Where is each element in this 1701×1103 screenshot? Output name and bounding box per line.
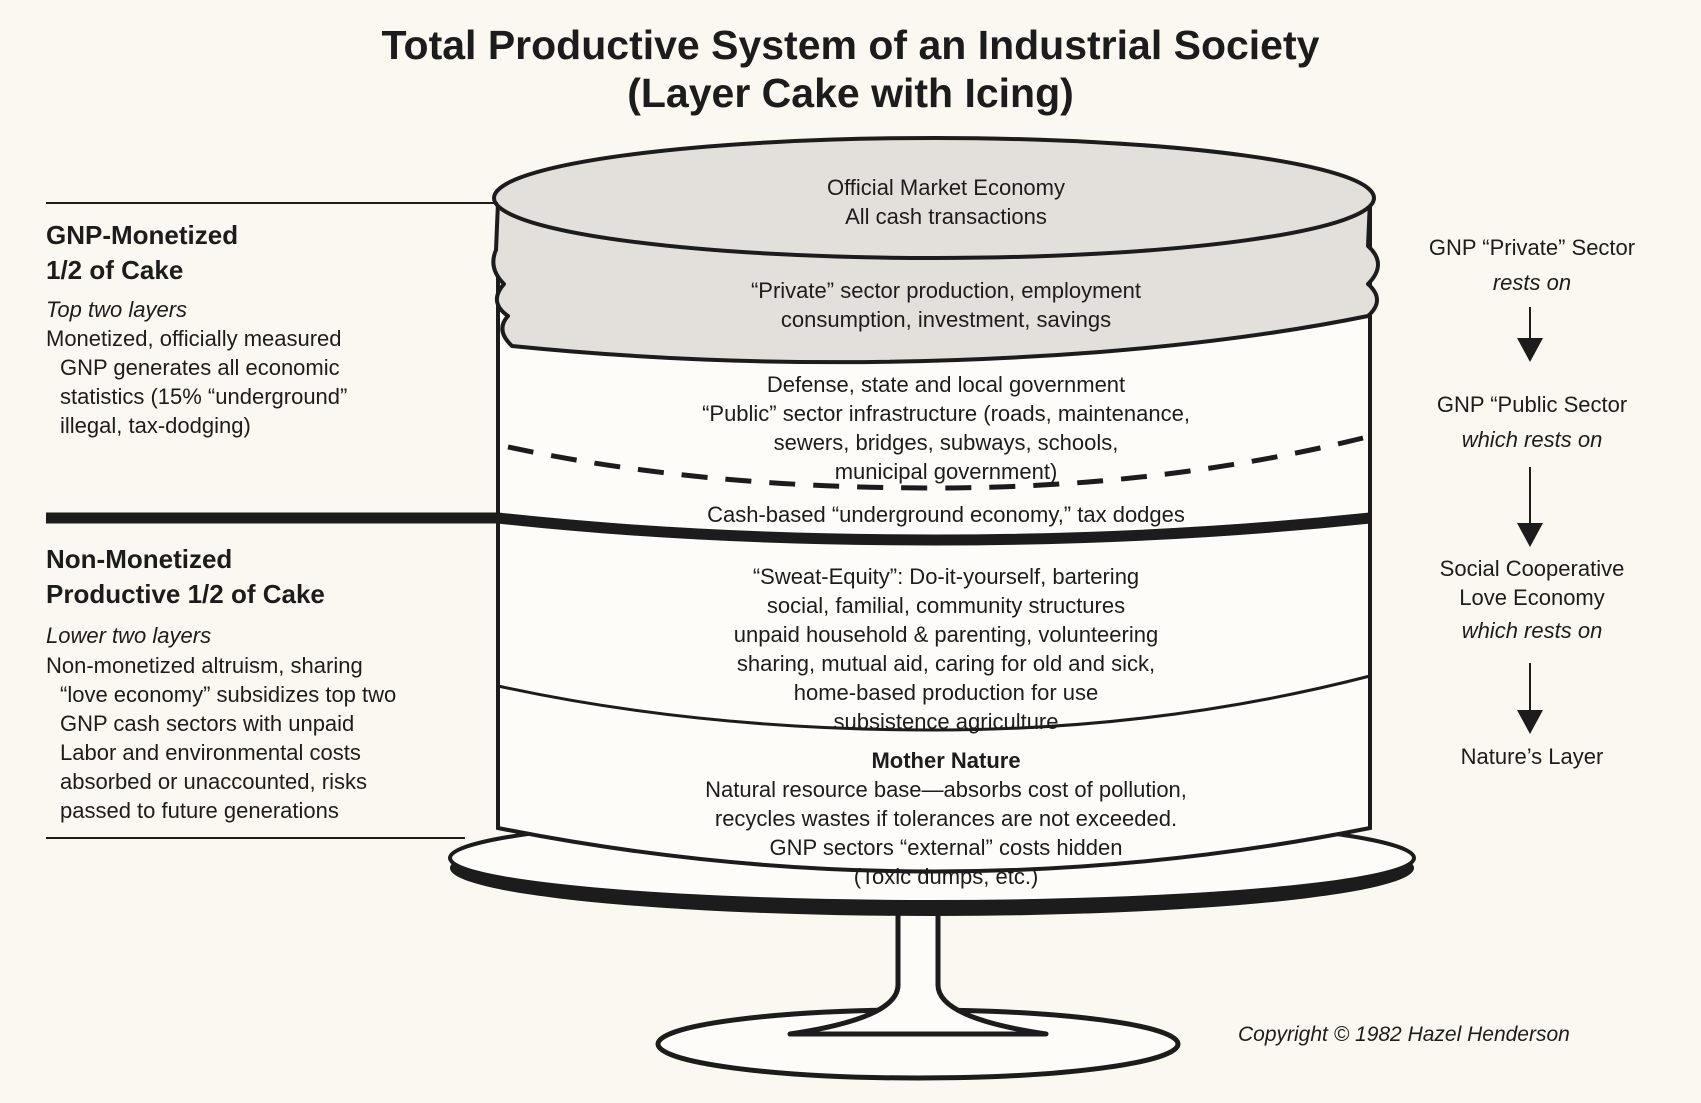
icing-label: All cash transactions: [845, 204, 1047, 229]
arrow-down-icon: [1517, 467, 1543, 547]
love-economy-label: unpaid household & parenting, volunteeri…: [733, 622, 1159, 647]
non-monetized-line: Non-monetized altruism, sharing: [46, 653, 363, 678]
monetized-heading: GNP-Monetized: [46, 220, 239, 250]
public-sector-label: municipal government): [834, 459, 1058, 484]
nature-layer-line: [497, 674, 1371, 732]
love-economy-label: subsistence agriculture: [833, 709, 1059, 734]
non-monetized-subheading: Lower two layers: [46, 623, 212, 648]
nature-label: Natural resource base—absorbs cost of po…: [705, 777, 1187, 802]
nature-label: (Toxic dumps, etc.): [853, 864, 1039, 889]
non-monetized-line: “love economy” subsidizes top two: [60, 682, 397, 707]
underground-economy-label: Cash-based “underground economy,” tax do…: [707, 502, 1185, 527]
public-sector-label: “Public” sector infrastructure (roads, m…: [702, 401, 1190, 426]
stand-pedestal: [787, 907, 1049, 1037]
nature-label: recycles wastes if tolerances are not ex…: [714, 806, 1178, 831]
cake-top: [492, 136, 1376, 260]
right-love-label: Love Economy: [1459, 585, 1605, 610]
non-monetized-line: Labor and environmental costs: [60, 740, 361, 765]
non-monetized-line: absorbed or unaccounted, risks: [60, 769, 367, 794]
public-sector-label: sewers, bridges, subways, schools,: [773, 430, 1119, 455]
right-public-label: GNP “Public Sector: [1436, 392, 1628, 417]
icing-label: Official Market Economy: [826, 175, 1065, 200]
monetized-line: GNP generates all economic: [60, 355, 340, 380]
right-nature-label: Nature’s Layer: [1460, 744, 1604, 769]
love-economy-label: home-based production for use: [793, 680, 1099, 705]
private-sector-label: “Private” sector production, employment: [750, 278, 1142, 303]
nature-label: GNP sectors “external” costs hidden: [769, 835, 1123, 860]
monetized-heading-2: 1/2 of Cake: [46, 255, 184, 285]
right-love-label: Social Cooperative: [1439, 556, 1625, 581]
dashed-separator: [507, 435, 1364, 491]
monetized-line: statistics (15% “underground”: [60, 384, 348, 409]
page-title: Total Productive System of an Industrial…: [381, 22, 1320, 68]
non-monetized-line: GNP cash sectors with unpaid: [60, 711, 355, 736]
private-sector-label: consumption, investment, savings: [780, 307, 1112, 332]
nature-heading: Mother Nature: [871, 748, 1021, 773]
right-private-label: rests on: [1492, 270, 1572, 295]
love-economy-label: social, familial, community structures: [766, 593, 1126, 618]
love-economy-label: sharing, mutual aid, caring for old and …: [736, 651, 1156, 676]
monetized-line: illegal, tax-dodging): [60, 413, 251, 438]
love-economy-label: “Sweat-Equity”: Do-it-yourself, barterin…: [752, 564, 1140, 589]
monetized-line: Monetized, officially measured: [46, 326, 342, 351]
arrow-down-icon: [1517, 307, 1543, 362]
public-sector-label: Defense, state and local government: [766, 372, 1126, 397]
non-monetized-heading-2: Productive 1/2 of Cake: [46, 579, 325, 609]
non-monetized-heading: Non-Monetized: [46, 544, 233, 574]
non-monetized-line: passed to future generations: [60, 798, 339, 823]
half-divider: [497, 512, 1371, 546]
right-public-label: which rests on: [1461, 427, 1603, 452]
right-love-label: which rests on: [1461, 618, 1603, 643]
arrow-down-icon: [1517, 663, 1543, 734]
page-subtitle: (Layer Cake with Icing): [627, 70, 1074, 116]
copyright-notice: Copyright © 1982 Hazel Henderson: [1238, 1023, 1570, 1046]
monetized-subheading: Top two layers: [46, 297, 188, 322]
right-private-label: GNP “Private” Sector: [1428, 235, 1636, 260]
